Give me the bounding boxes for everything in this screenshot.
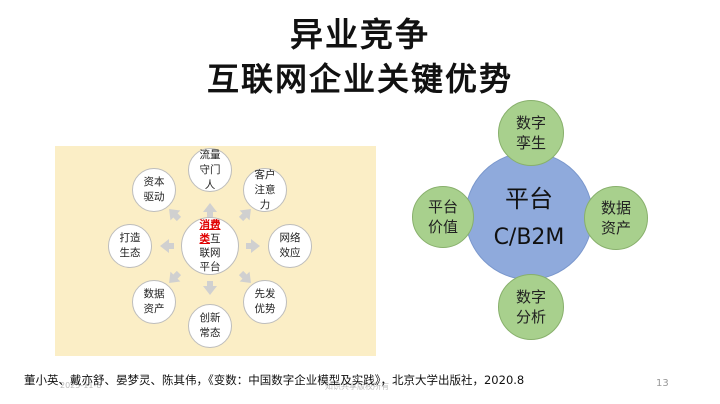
node-text: 守门 (199, 163, 221, 176)
node-text: 数据 (143, 288, 165, 300)
data-assets-circle: 数据 资产 (584, 186, 648, 250)
node-text: 网络 (279, 232, 301, 244)
platform-c2bm-circle: 平台 C/B2M (465, 152, 593, 280)
circle-text: 分析 (515, 308, 546, 326)
circle-text: 资产 (600, 219, 631, 237)
node-text: 优势 (254, 303, 276, 315)
slide-title-line1: 异业竞争 (290, 15, 430, 54)
digital-analysis-circle: 数字 分析 (498, 274, 564, 340)
node-traffic-gatekeeper: 流量 守门 人 (188, 148, 232, 192)
node-text: 先发 (254, 288, 276, 300)
left-diagram-panel: 流量 守门 人 客户 注意 力 网络 效应 先发 优势 创新 常态 数据 (55, 146, 376, 356)
node-text: 打造 (119, 232, 141, 244)
circle-text: 数字 (515, 288, 546, 306)
highlight-text: 消费 (199, 219, 221, 231)
node-text: 资本 (143, 176, 165, 188)
node-text: 人 (204, 178, 216, 191)
node-text: 常态 (199, 327, 221, 339)
circle-text: 平台 (427, 198, 458, 216)
node-text: 生态 (119, 247, 141, 259)
center-line4: 平台 (199, 261, 221, 273)
node-text: 流量 (199, 148, 221, 161)
node-text: 客户 (254, 168, 276, 181)
center-line3: 联网 (199, 247, 221, 259)
citation-text: 董小英、戴亦舒、晏梦灵、陈其伟，《变数：中国数字企业模型及实践》，北京大学出版社… (24, 373, 525, 387)
center-text: 互 (210, 233, 221, 245)
circle-text: 孪生 (515, 134, 546, 152)
node-text: 资产 (143, 303, 165, 315)
node-data-assets: 数据 资产 (132, 280, 176, 324)
node-text: 力 (259, 198, 271, 211)
footer-copyright: 知识共享版权所有 (325, 382, 389, 391)
node-text: 创新 (199, 312, 221, 324)
node-customer-attention: 客户 注意 力 (243, 168, 287, 212)
c2bm-label: C/B2M (493, 225, 565, 250)
center-consumer-platform: 消费 类互 联网 平台 (181, 217, 239, 275)
node-capital-driven: 资本 驱动 (132, 168, 176, 212)
node-build-ecosystem: 打造 生态 (108, 224, 152, 268)
node-text: 注意 (254, 183, 276, 196)
circle-text: 价值 (427, 218, 458, 236)
highlight-text: 类 (199, 233, 211, 245)
center-line1: 消费 (200, 218, 221, 232)
node-network-effect: 网络 效应 (268, 224, 312, 268)
node-text: 效应 (279, 247, 301, 259)
page-number: 13 (656, 378, 669, 389)
node-innovation-norm: 创新 常态 (188, 304, 232, 348)
platform-value-circle: 平台 价值 (412, 186, 474, 248)
footer-date: 2025-11-8 (60, 381, 102, 390)
circle-text: 数字 (515, 114, 546, 132)
node-first-mover: 先发 优势 (243, 280, 287, 324)
circle-text: 数据 (600, 199, 631, 217)
slide-title-line2: 互联网企业关键优势 (206, 60, 513, 98)
node-text: 驱动 (143, 191, 165, 203)
center-line2: 类互 (200, 232, 221, 246)
digital-twin-circle: 数字 孪生 (498, 100, 564, 166)
platform-label: 平台 (505, 185, 553, 213)
